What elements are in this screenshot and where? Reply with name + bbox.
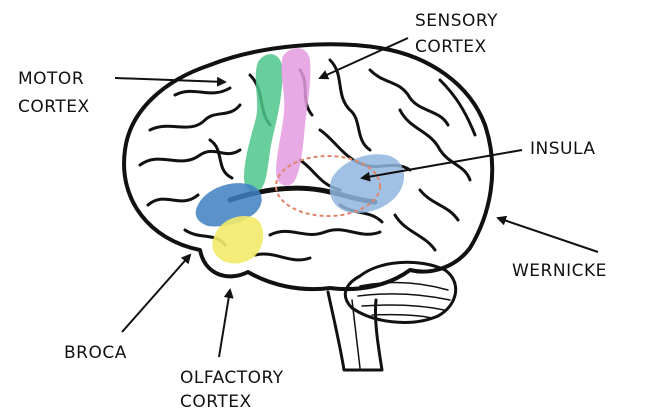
- motor-label-line1: MOTOR: [18, 69, 84, 89]
- olfactory-label-line2: CORTEX: [180, 392, 252, 412]
- insula-label: INSULA: [530, 139, 595, 159]
- motor-arrow: [115, 78, 225, 82]
- broca-arrow: [122, 255, 190, 332]
- sensory-label-line2: CORTEX: [415, 37, 487, 57]
- olfactory-arrow: [219, 290, 230, 357]
- labels: MOTOR CORTEX SENSORY CORTEX INSULA WERNI…: [18, 11, 607, 412]
- insula-area-region: [330, 154, 404, 213]
- motor-label-line2: CORTEX: [18, 97, 90, 117]
- wernicke-label: WERNICKE: [512, 261, 607, 281]
- broca-label: BROCA: [64, 343, 127, 363]
- colored-regions: [196, 48, 404, 263]
- olfactory-label-line1: OLFACTORY: [180, 368, 284, 388]
- sensory-label-line1: SENSORY: [415, 11, 498, 31]
- wernicke-arrow: [498, 218, 598, 252]
